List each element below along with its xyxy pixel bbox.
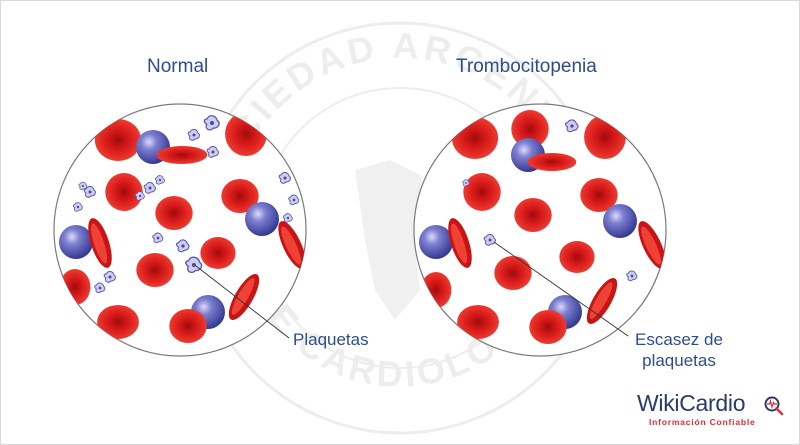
red-blood-cell	[136, 253, 174, 287]
red-blood-cell	[105, 173, 143, 211]
wikicardio-logo: WikiCardio Información Confiable	[637, 390, 787, 434]
red-blood-cell	[527, 153, 577, 171]
white-blood-cell	[59, 225, 93, 259]
callout-escasez-line2: plaquetas	[642, 351, 716, 370]
red-blood-cell	[169, 309, 207, 343]
normal-blood-sample	[53, 103, 307, 357]
callout-escasez: Escasez de plaquetas	[619, 329, 739, 371]
red-blood-cell	[97, 305, 139, 339]
title-trombocitopenia: Trombocitopenia	[456, 56, 597, 77]
red-blood-cell	[514, 198, 552, 232]
white-blood-cell	[603, 204, 637, 238]
title-normal: Normal	[147, 56, 209, 77]
red-blood-cell	[94, 119, 142, 161]
logo-name: WikiCardio	[637, 390, 746, 416]
callout-plaquetas: Plaquetas	[293, 330, 369, 349]
red-blood-cell	[559, 241, 595, 273]
red-blood-cell	[155, 196, 193, 230]
red-blood-cell	[59, 269, 91, 305]
red-blood-cell	[200, 237, 236, 269]
red-blood-cell	[420, 272, 452, 308]
red-blood-cell	[457, 305, 499, 339]
red-blood-cell	[494, 256, 532, 290]
red-blood-cell	[451, 117, 499, 159]
white-blood-cell	[419, 225, 453, 259]
magnifier-icon	[764, 396, 784, 416]
trombocitopenia-blood-sample	[413, 103, 667, 357]
red-blood-cell	[529, 310, 567, 344]
white-blood-cell	[245, 202, 279, 236]
plaquetas-pointer-line	[195, 265, 290, 339]
red-blood-cell	[463, 173, 501, 211]
escasez-pointer-line	[493, 241, 629, 337]
logo-tagline: Información Confiable	[649, 417, 756, 427]
callout-escasez-line1: Escasez de	[635, 330, 723, 349]
